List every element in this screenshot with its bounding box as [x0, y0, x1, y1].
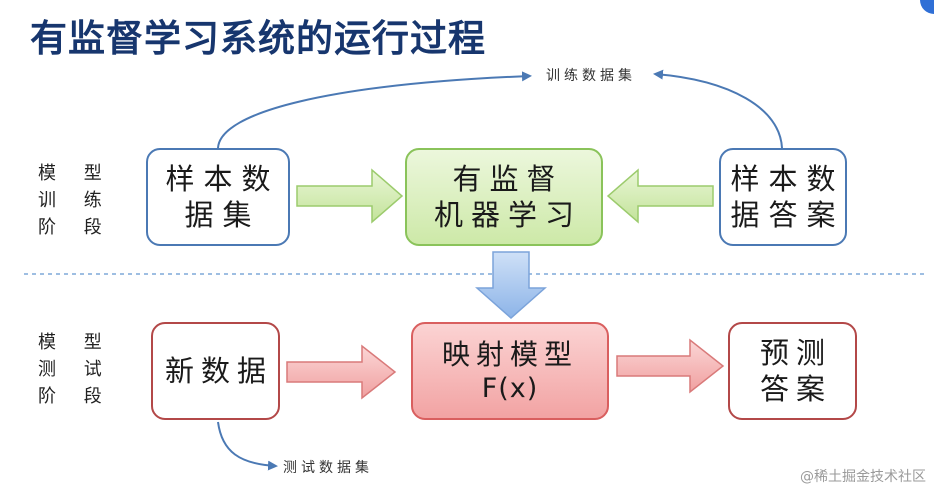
node-text: 预测 [759, 335, 832, 370]
node-text: 答案 [759, 372, 832, 406]
training-stage-label: 模 型 训 练 阶 段 [38, 160, 113, 241]
node-text: 机器学习 [433, 198, 582, 232]
arrow-answers-to-learner [606, 168, 714, 224]
node-text: 据答案 [730, 198, 845, 232]
sample-answers-node: 样本数 据答案 [719, 148, 847, 246]
node-text: 有监督 [452, 161, 564, 196]
node-text: 据集 [184, 198, 261, 232]
prediction-node: 预测 答案 [728, 322, 857, 420]
sample-data-node: 样本数 据集 [146, 148, 290, 246]
node-text: 新数据 [164, 353, 273, 388]
curve-arrow-bottom [217, 421, 278, 471]
training-data-label: 训练数据集 [546, 68, 636, 84]
learner-node: 有监督 机器学习 [405, 148, 603, 246]
training-stage-line: 训 练 [38, 190, 113, 211]
page-title: 有监督学习系统的运行过程 [30, 17, 486, 60]
testing-stage-line: 模 型 [38, 332, 113, 353]
node-text: 样本数 [165, 161, 280, 196]
curve-arrow-left [217, 71, 532, 149]
node-text: 映射模型 [441, 337, 578, 371]
arrow-model-to-prediction [616, 338, 725, 394]
arrow-newdata-to-model [286, 344, 397, 400]
testing-stage-label: 模 型 测 试 阶 段 [38, 329, 113, 410]
mapping-model-node: 映射模型 F(x) [411, 322, 609, 420]
arrow-learner-to-model [475, 251, 547, 320]
testing-stage-line: 阶 段 [38, 386, 113, 407]
node-formula: F(x) [481, 372, 539, 404]
testing-stage-line: 测 试 [38, 359, 113, 380]
training-stage-line: 阶 段 [38, 217, 113, 238]
watermark: @稀土掘金技术社区 [800, 469, 926, 485]
node-text: 样本数 [730, 161, 845, 196]
new-data-node: 新数据 [151, 322, 280, 420]
training-stage-line: 模 型 [38, 163, 113, 184]
arrow-sample-to-learner [296, 168, 404, 224]
curve-arrow-right [653, 69, 783, 149]
test-data-label: 测试数据集 [283, 460, 373, 476]
